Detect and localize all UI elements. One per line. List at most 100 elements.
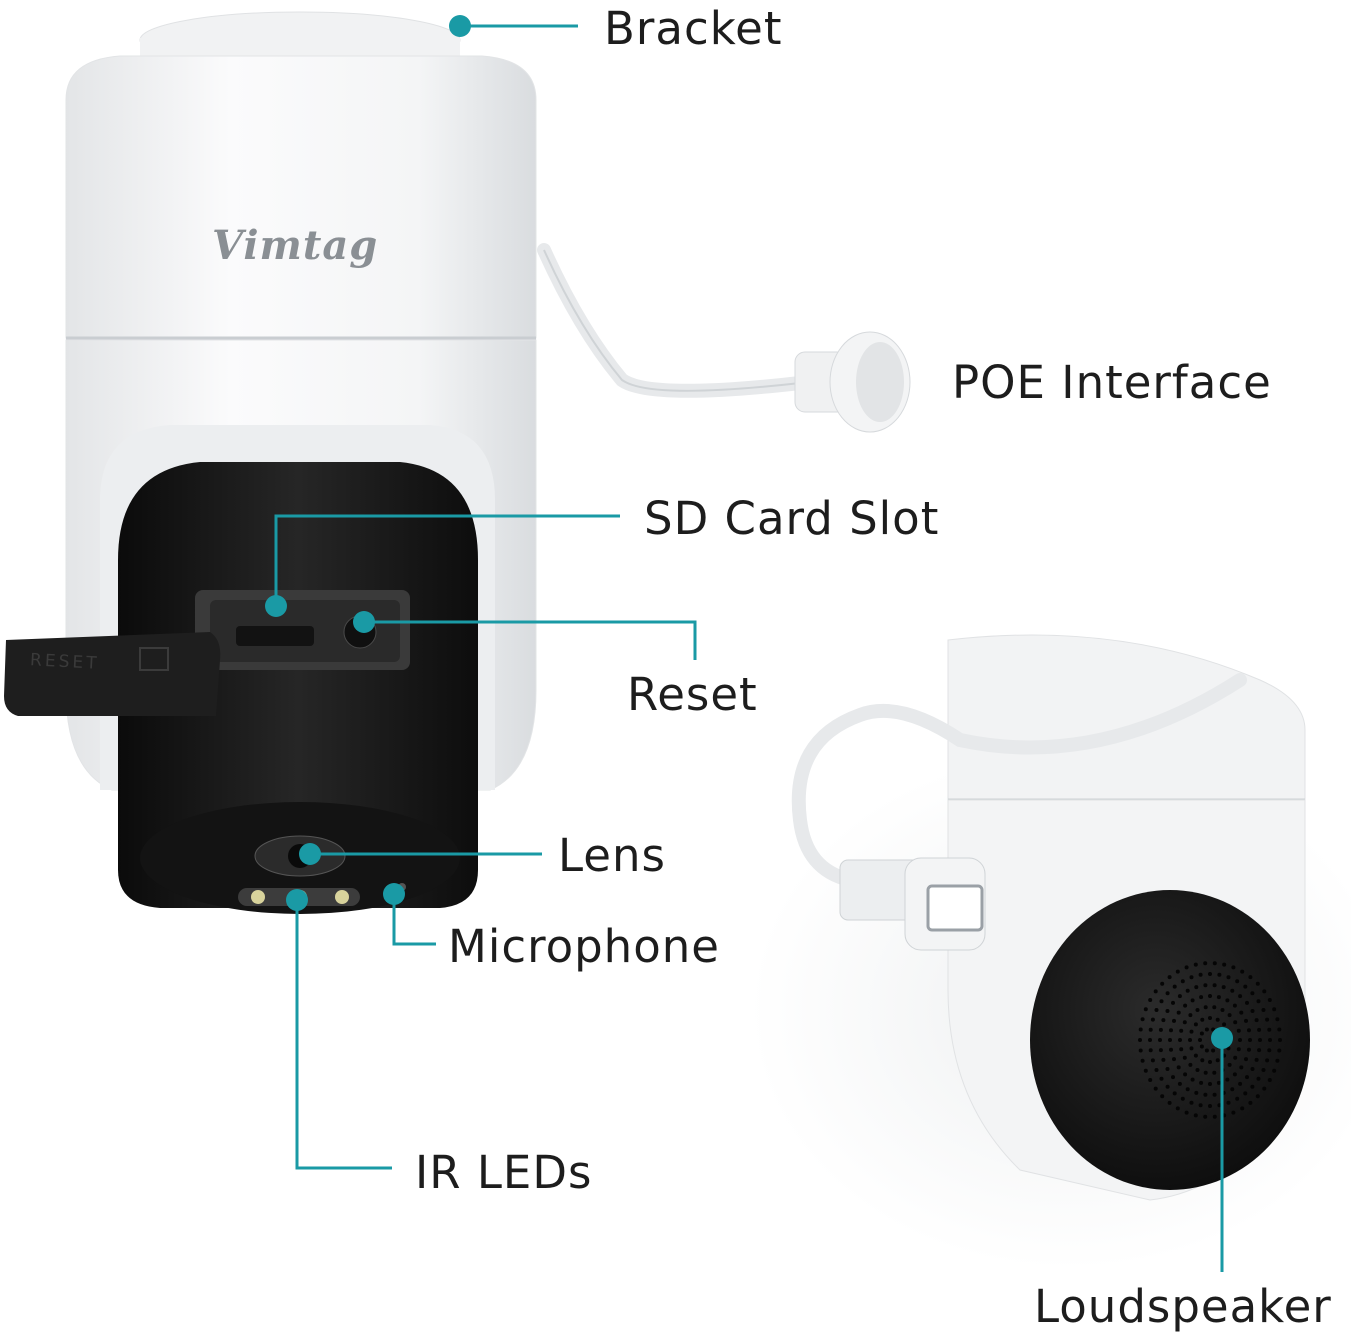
grille-hole xyxy=(1255,1094,1260,1099)
grille-hole xyxy=(1148,998,1153,1002)
grille-hole xyxy=(1203,1070,1208,1075)
grille-hole xyxy=(1193,962,1198,967)
grille-hole xyxy=(1200,1058,1205,1063)
grille-hole xyxy=(1195,1068,1200,1072)
grille-hole xyxy=(1188,1062,1193,1067)
grille-hole xyxy=(1267,998,1272,1002)
label-sd-card-slot: SD Card Slot xyxy=(644,492,940,545)
grille-hole xyxy=(1272,1068,1277,1073)
grille-hole xyxy=(1203,1092,1208,1097)
grille-hole xyxy=(1238,1081,1243,1086)
rear-bracket xyxy=(947,634,1306,801)
grille-hole xyxy=(1212,1092,1217,1097)
label-loudspeaker: Loudspeaker xyxy=(1034,1280,1332,1333)
grille-hole xyxy=(1183,1072,1188,1077)
grille-hole xyxy=(1176,1010,1181,1015)
grille-hole xyxy=(1171,1075,1175,1080)
dot-reset xyxy=(353,611,375,633)
grille-hole xyxy=(1256,999,1261,1004)
grille-hole xyxy=(1215,1017,1220,1022)
grille-hole xyxy=(1165,1067,1170,1071)
leader-sd xyxy=(274,514,620,606)
grille-hole xyxy=(1247,1028,1251,1033)
grille-hole xyxy=(1226,1100,1231,1105)
grille-hole xyxy=(1216,1080,1221,1085)
grille-hole xyxy=(1148,1048,1153,1053)
grille-hole xyxy=(1175,969,1180,974)
grille-hole xyxy=(1189,1100,1194,1105)
label-reset: Reset xyxy=(627,668,758,721)
grille-hole xyxy=(1172,1018,1176,1023)
grille-hole xyxy=(1257,1048,1262,1053)
grille-hole xyxy=(1211,1048,1216,1053)
grille-hole xyxy=(1150,1058,1155,1063)
grille-hole xyxy=(1167,975,1172,980)
grille-hole xyxy=(1258,1038,1262,1042)
grille-hole xyxy=(1183,1003,1188,1008)
grille-hole xyxy=(1245,1075,1249,1080)
grille-hole xyxy=(1235,1096,1240,1101)
grille-hole xyxy=(1238,994,1243,999)
grille-hole xyxy=(1217,972,1222,977)
grille-hole xyxy=(1176,1065,1181,1070)
grille-hole xyxy=(1179,1047,1184,1052)
grille-hole xyxy=(1277,1048,1282,1053)
main-camera xyxy=(4,11,911,914)
grille-hole xyxy=(1189,1046,1194,1051)
grille-hole xyxy=(1172,1057,1176,1062)
grille-hole xyxy=(1182,1020,1187,1025)
grille-hole xyxy=(1239,1010,1244,1015)
label-lens: Lens xyxy=(558,829,666,882)
grille-hole xyxy=(1154,1068,1159,1072)
grille-hole xyxy=(1188,1038,1192,1042)
dot-mic xyxy=(383,883,405,905)
grille-hole xyxy=(1208,972,1212,976)
grille-hole xyxy=(1278,1038,1282,1042)
grille-hole xyxy=(1184,965,1189,970)
grille-hole xyxy=(1203,983,1208,988)
grille-hole xyxy=(1154,1008,1159,1012)
grille-hole xyxy=(1236,1047,1241,1052)
grille-hole xyxy=(1148,1078,1153,1082)
grille-hole xyxy=(1165,1084,1170,1089)
grille-hole xyxy=(1185,988,1190,993)
grille-hole xyxy=(1250,1067,1255,1071)
grille-hole xyxy=(1231,1110,1236,1115)
grille-hole xyxy=(1177,994,1182,999)
grille-hole xyxy=(1180,979,1185,984)
grille-hole xyxy=(1199,995,1204,1000)
grille-hole xyxy=(1255,981,1260,986)
rear-camera xyxy=(750,634,1351,1270)
grille-hole xyxy=(1250,1009,1255,1013)
grille-hole xyxy=(1175,1106,1180,1111)
grille-hole xyxy=(1257,1027,1262,1032)
grille-hole xyxy=(1230,988,1235,993)
grille-hole xyxy=(1193,1113,1198,1118)
grille-hole xyxy=(1204,1027,1209,1032)
grille-hole xyxy=(1265,1017,1270,1022)
grille-hole xyxy=(1199,1031,1204,1036)
grille-hole xyxy=(1261,1068,1266,1072)
rear-cable xyxy=(791,673,1247,887)
callout-lines xyxy=(274,24,1224,1272)
grille-hole xyxy=(1226,975,1231,980)
cover-reset-print: RESET xyxy=(29,650,100,674)
dot-ir xyxy=(286,889,308,911)
leader-ir xyxy=(295,900,392,1170)
grille-hole xyxy=(1267,1027,1272,1032)
grille-hole xyxy=(1236,1028,1241,1033)
grille-hole xyxy=(1262,989,1267,994)
grille-hole xyxy=(1185,1087,1190,1092)
grille-hole xyxy=(1165,1009,1170,1013)
grille-hole xyxy=(1199,1080,1204,1085)
grille-hole xyxy=(1275,1017,1280,1022)
grille-hole xyxy=(1194,1090,1199,1095)
grille-hole xyxy=(1244,1018,1248,1023)
label-microphone: Microphone xyxy=(448,920,720,973)
grille-hole xyxy=(1220,1008,1225,1012)
grille-hole xyxy=(1221,985,1226,990)
grille-hole xyxy=(1233,1055,1238,1060)
grille-hole xyxy=(1261,1008,1266,1012)
grille-hole xyxy=(1167,1100,1172,1105)
grille-hole xyxy=(1212,1005,1217,1010)
